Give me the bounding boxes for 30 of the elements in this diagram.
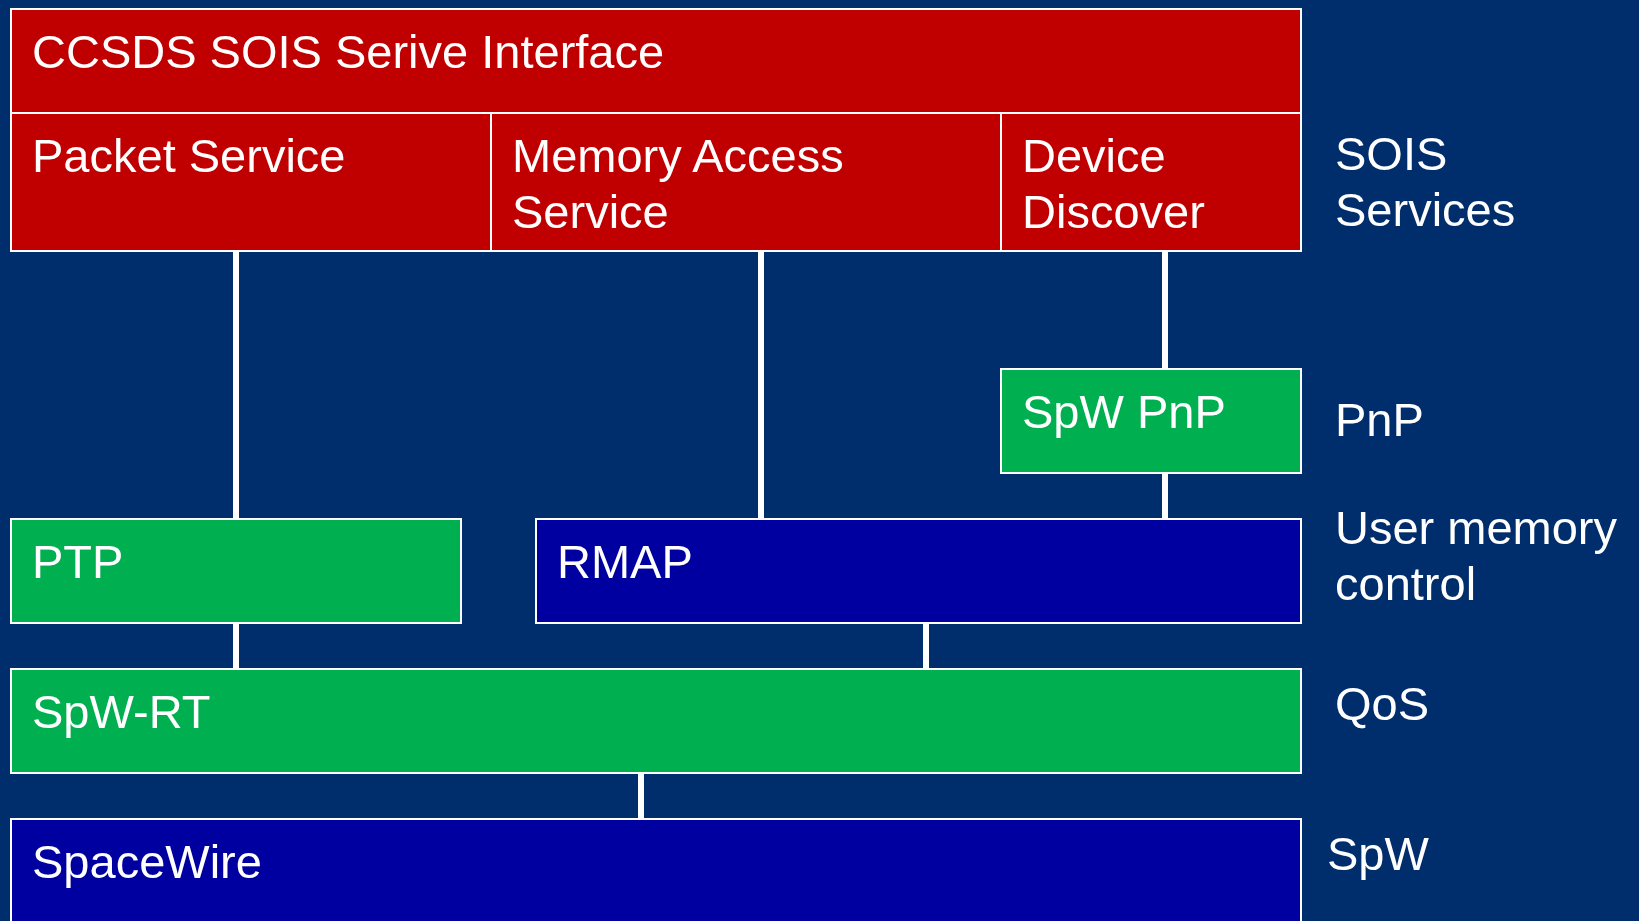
layer-box <box>535 518 1302 624</box>
layer-label: SpW-RT <box>32 684 212 740</box>
layer-box <box>1000 112 1302 252</box>
layer-label: RMAP <box>557 534 694 590</box>
layer-label: PTP <box>32 534 125 590</box>
connector-line <box>758 252 764 518</box>
layer-label: CCSDS SOIS Serive Interface <box>32 24 666 80</box>
layer-caption: SpW <box>1327 826 1430 882</box>
connector-line <box>638 774 644 818</box>
layer-box <box>10 518 462 624</box>
connector-line <box>1162 252 1168 368</box>
layer-caption: PnP <box>1335 392 1425 448</box>
layer-label: Packet Service <box>32 128 347 184</box>
layer-box <box>10 818 1302 921</box>
layer-caption: SOIS Services <box>1335 126 1517 238</box>
layer-box <box>1000 368 1302 474</box>
connector-line <box>233 252 239 518</box>
layer-box <box>490 112 1002 252</box>
layer-box <box>10 8 1302 114</box>
layer-label: SpW PnP <box>1022 384 1227 440</box>
layer-box <box>10 112 492 252</box>
layer-caption: QoS <box>1335 676 1431 732</box>
layer-label: SpaceWire <box>32 834 263 890</box>
layer-caption: User memory control <box>1335 500 1619 612</box>
layer-box <box>10 668 1302 774</box>
layer-label: Device Discover <box>1022 128 1206 240</box>
connector-line <box>233 624 239 668</box>
connector-line <box>1162 474 1168 518</box>
connector-line <box>923 624 929 668</box>
layer-label: Memory Access Service <box>512 128 845 240</box>
